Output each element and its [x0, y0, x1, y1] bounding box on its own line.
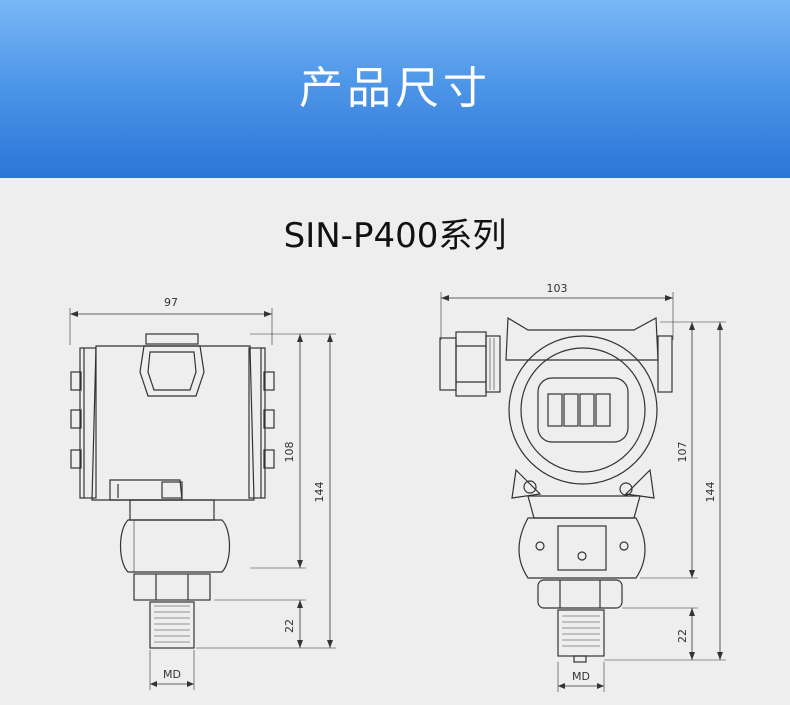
left-height-total-label: 144 [313, 482, 326, 503]
content-area: SIN-P400系列 [0, 178, 790, 705]
left-width-label: 97 [164, 296, 178, 309]
series-title: SIN-P400系列 [283, 216, 507, 256]
left-view-drawing [69, 308, 336, 690]
left-md-label: MD [163, 668, 181, 681]
right-thread-label: 22 [676, 629, 689, 643]
right-md-label: MD [572, 670, 590, 683]
right-width-label: 103 [547, 282, 568, 295]
left-thread-label: 22 [283, 619, 296, 633]
header-banner: 产品尺寸 [0, 0, 790, 178]
page-title: 产品尺寸 [299, 63, 491, 114]
right-view-drawing [439, 292, 726, 692]
right-height-total-label: 144 [704, 482, 717, 503]
right-height-inner-label: 107 [676, 442, 689, 463]
left-height-inner-label: 108 [283, 442, 296, 463]
